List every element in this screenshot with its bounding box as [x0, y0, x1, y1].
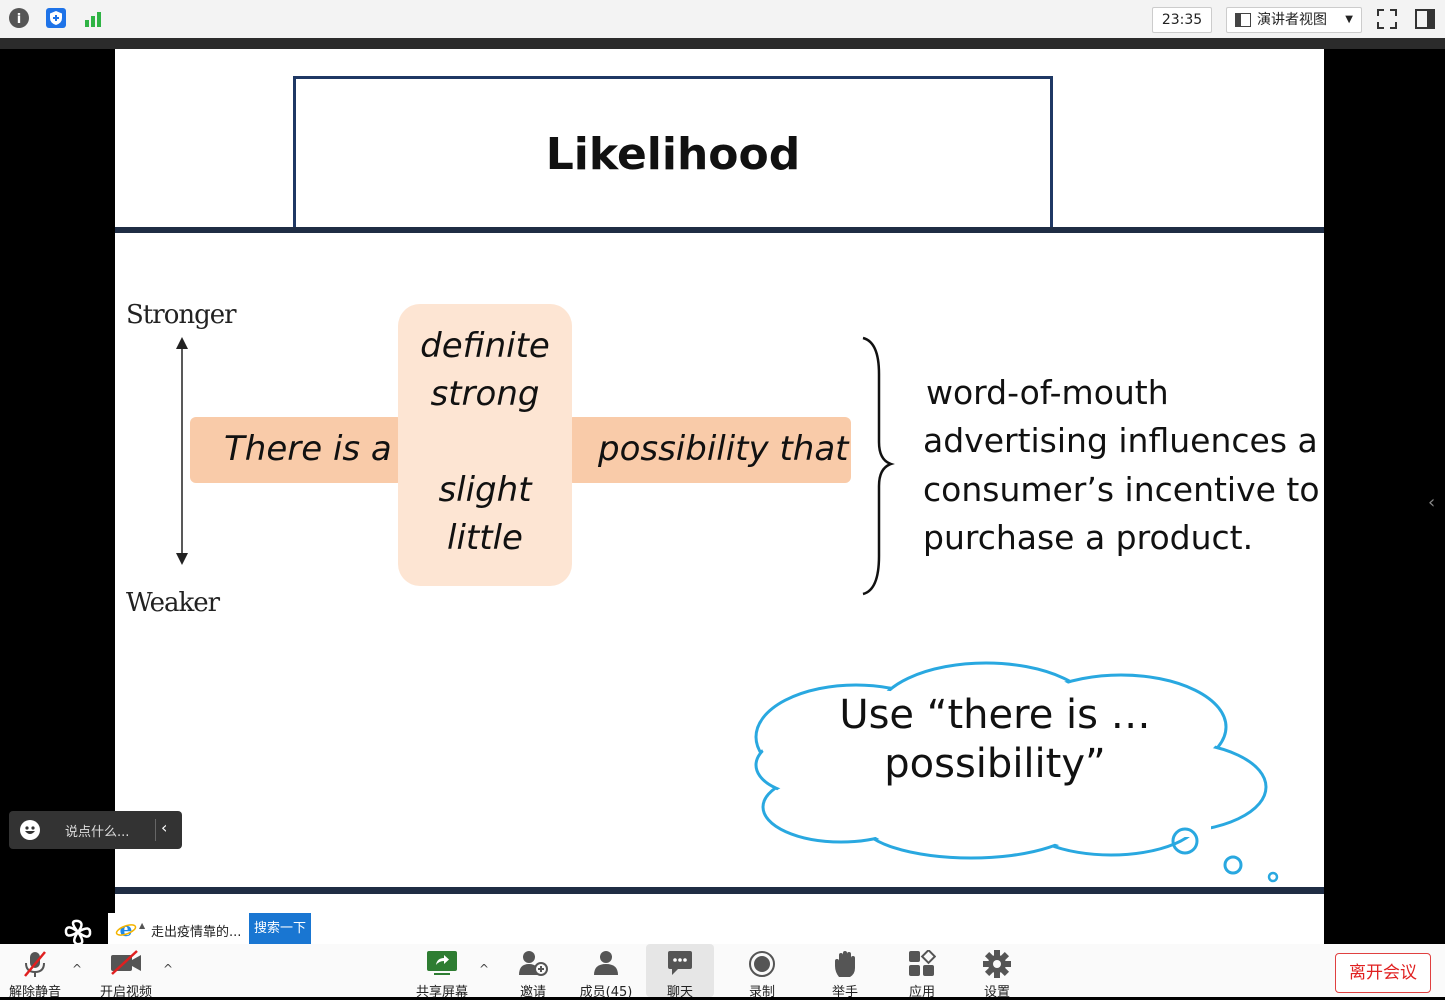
top-divider	[0, 38, 1445, 49]
shared-slide: Likelihood Stronger Weaker There is a po…	[115, 49, 1324, 944]
phrase-band-left	[190, 417, 403, 483]
double-arrow-icon	[176, 337, 188, 565]
raise-hand-button[interactable]: 举手	[820, 944, 870, 1000]
share-screen-icon	[427, 951, 457, 975]
side-panel-icon[interactable]	[1414, 8, 1436, 30]
scale-bottom-label: Weaker	[126, 588, 220, 618]
phrase-left: There is a	[224, 429, 392, 469]
apps-button[interactable]: 应用	[897, 944, 947, 1000]
settings-label: 设置	[983, 985, 1010, 1000]
curly-brace-icon	[862, 336, 895, 596]
record-label: 录制	[748, 985, 775, 1000]
unmute-button[interactable]: 解除静音	[6, 944, 64, 1000]
start-video-label: 开启视频	[99, 985, 152, 1000]
sentence-line: consumer’s incentive to	[923, 470, 1320, 509]
people-icon	[594, 951, 618, 975]
thought-cloud-icon	[754, 661, 1279, 883]
record-icon	[749, 951, 775, 977]
settings-button[interactable]: 设置	[972, 944, 1022, 1000]
chat-label: 聊天	[666, 985, 693, 1000]
svg-text:i: i	[17, 12, 21, 27]
start-video-button[interactable]: 开启视频	[96, 944, 156, 1000]
svg-text:e: e	[120, 918, 133, 940]
members-button[interactable]: 成员(45)	[575, 944, 637, 1000]
chat-input-bar[interactable]: 说点什么... ‹	[9, 811, 182, 849]
video-options-caret-icon[interactable]: ^	[163, 962, 174, 976]
info-icon[interactable]: i	[9, 8, 29, 28]
title-box: Likelihood	[293, 76, 1053, 229]
chat-bubble-icon	[668, 951, 692, 975]
record-button[interactable]: 录制	[737, 944, 787, 1000]
invite-button[interactable]: 邀请	[508, 944, 558, 1000]
modifier-word: little	[447, 518, 523, 558]
share-screen-label: 共享屏幕	[415, 985, 468, 1000]
title-rule	[115, 227, 1324, 233]
raise-hand-label: 举手	[831, 985, 858, 1000]
audio-options-caret-icon[interactable]: ^	[72, 962, 83, 976]
leave-meeting-button[interactable]: 离开会议	[1335, 953, 1431, 993]
modifier-word: slight	[438, 470, 532, 510]
scale-top-label: Stronger	[126, 300, 237, 330]
view-mode-dropdown[interactable]: 演讲者视图 ▼	[1226, 7, 1362, 33]
slide-title: Likelihood	[545, 129, 801, 180]
signal-icon[interactable]	[84, 8, 104, 28]
chevron-down-icon: ▼	[1345, 14, 1353, 25]
phrase-band-right	[567, 417, 851, 483]
members-label: 成员(45)	[579, 985, 633, 1000]
modifier-box: definite strong slight little	[398, 304, 572, 586]
top-bar: i 23:35 演讲者视图 ▼	[0, 0, 1445, 39]
chat-button[interactable]: 聊天	[646, 944, 714, 1000]
sentence-line: purchase a product.	[923, 518, 1254, 557]
search-button[interactable]: 搜索一下	[249, 913, 311, 944]
news-headline[interactable]: 走出疫情靠的...	[151, 925, 242, 940]
chevron-left-icon[interactable]: ‹	[1428, 492, 1436, 513]
shield-icon[interactable]	[46, 8, 66, 28]
ie-browser-icon[interactable]: e	[115, 918, 137, 940]
emoji-icon[interactable]	[20, 820, 40, 840]
camera-off-icon	[111, 950, 141, 975]
mic-muted-icon	[24, 951, 46, 977]
chat-input[interactable]: 说点什么...	[65, 825, 130, 840]
gear-icon	[983, 950, 1011, 978]
collapse-chevron-icon[interactable]: ‹	[161, 818, 168, 837]
modifier-word: strong	[430, 374, 540, 414]
pinwheel-icon[interactable]	[63, 918, 93, 946]
phrase-right: possibility that	[598, 429, 849, 469]
meeting-timer: 23:35	[1152, 7, 1212, 33]
hand-icon	[835, 951, 855, 977]
footer-rule	[115, 887, 1324, 894]
unmute-label: 解除静音	[8, 985, 61, 1000]
modifier-word: definite	[420, 326, 550, 366]
fullscreen-icon[interactable]	[1376, 8, 1398, 30]
taskbar-search-widget[interactable]: e ▲ 走出疫情靠的... 搜索一下	[108, 913, 311, 944]
share-screen-button[interactable]: 共享屏幕	[412, 944, 472, 1000]
meeting-toolbar: 解除静音 ^ 开启视频 ^ 共享屏幕 ^ 邀请 成员	[0, 944, 1445, 1000]
cloud-text-line: Use “there is …	[839, 692, 1151, 738]
sentence-line: word-of-mouth	[926, 373, 1169, 412]
sentence-line: advertising influences a	[923, 421, 1318, 460]
cloud-text-line: possibility”	[884, 741, 1106, 787]
apps-label: 应用	[908, 985, 935, 1000]
view-mode-label: 演讲者视图	[1257, 12, 1327, 28]
add-person-icon	[519, 951, 548, 976]
caret-up-icon: ▲	[139, 921, 146, 930]
layout-icon	[1235, 13, 1251, 27]
share-options-caret-icon[interactable]: ^	[479, 962, 490, 976]
invite-label: 邀请	[519, 985, 546, 1000]
apps-grid-icon	[909, 950, 936, 976]
divider	[155, 819, 156, 841]
